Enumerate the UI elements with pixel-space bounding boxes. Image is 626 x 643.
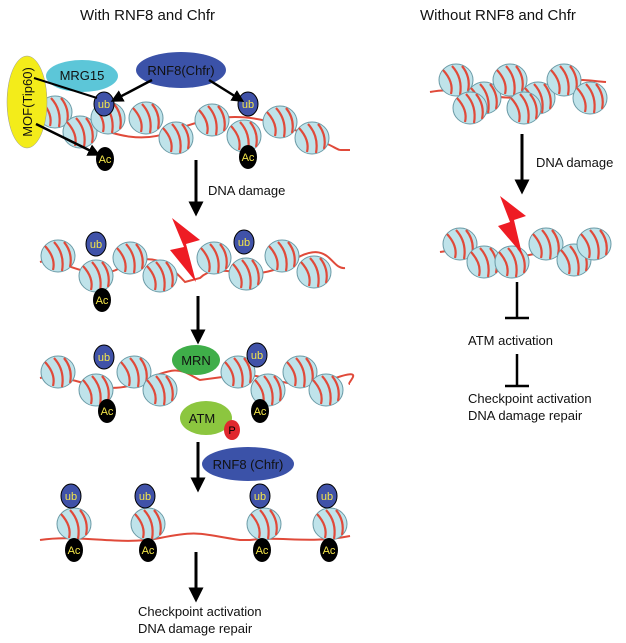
chromatin-right-damaged bbox=[439, 226, 613, 280]
ub-mark: ub bbox=[249, 483, 271, 509]
ub-mark: ub bbox=[237, 91, 259, 117]
svg-text:ub: ub bbox=[98, 352, 110, 364]
ac-mark: Ac bbox=[65, 538, 83, 562]
right-outcome-2: DNA damage repair bbox=[468, 408, 583, 423]
svg-text:ub: ub bbox=[98, 99, 110, 111]
svg-text:ub: ub bbox=[90, 239, 102, 251]
svg-text:Ac: Ac bbox=[101, 406, 114, 418]
mrg15-protein: MRG15 bbox=[46, 60, 118, 92]
svg-text:MRG15: MRG15 bbox=[60, 68, 105, 83]
ac-mark: Ac bbox=[320, 538, 338, 562]
svg-text:Ac: Ac bbox=[254, 406, 267, 418]
svg-text:ATM: ATM bbox=[189, 411, 215, 426]
svg-text:RNF8(Chfr): RNF8(Chfr) bbox=[147, 63, 214, 78]
svg-text:ub: ub bbox=[238, 237, 250, 249]
left-outcome-1: Checkpoint activation bbox=[138, 604, 262, 619]
svg-text:Ac: Ac bbox=[68, 545, 81, 557]
left-damage-label: DNA damage bbox=[208, 183, 285, 198]
right-outcome-1: Checkpoint activation bbox=[468, 391, 592, 406]
svg-text:ub: ub bbox=[242, 99, 254, 111]
lightning-right bbox=[498, 196, 526, 254]
atm-protein: ATM bbox=[180, 401, 232, 435]
ub-mark: ub bbox=[60, 483, 82, 509]
ac-mark: Ac bbox=[139, 538, 157, 562]
ub-mark: ub bbox=[316, 483, 338, 509]
svg-text:MOF(Tip60): MOF(Tip60) bbox=[20, 67, 35, 137]
title-right: Without RNF8 and Chfr bbox=[420, 7, 576, 24]
right-atm-label: ATM activation bbox=[468, 333, 553, 348]
chromatin-right-top bbox=[429, 62, 609, 126]
rnf8-protein-top: RNF8(Chfr) bbox=[136, 52, 226, 88]
svg-text:ub: ub bbox=[139, 491, 151, 503]
title-left: With RNF8 and Chfr bbox=[80, 7, 215, 24]
chromatin-row-1 bbox=[36, 94, 351, 156]
svg-text:Ac: Ac bbox=[96, 295, 109, 307]
svg-text:ub: ub bbox=[254, 491, 266, 503]
chromatin-row-2 bbox=[39, 238, 346, 294]
ac-mark: Ac bbox=[93, 288, 111, 312]
chromatin-row-4 bbox=[39, 506, 351, 542]
ub-mark: ub bbox=[233, 229, 255, 255]
ac-mark: Ac bbox=[239, 145, 257, 169]
lightning-left bbox=[170, 218, 200, 282]
ub-mark: ub bbox=[134, 483, 156, 509]
ac-mark: Ac bbox=[253, 538, 271, 562]
phospho-mark: P bbox=[224, 420, 240, 440]
left-outcome-2: DNA damage repair bbox=[138, 621, 253, 636]
svg-text:ub: ub bbox=[251, 350, 263, 362]
svg-text:Ac: Ac bbox=[256, 545, 269, 557]
ac-mark: Ac bbox=[251, 399, 269, 423]
svg-text:ub: ub bbox=[65, 491, 77, 503]
svg-text:MRN: MRN bbox=[181, 353, 211, 368]
svg-text:Ac: Ac bbox=[323, 545, 336, 557]
ub-mark: ub bbox=[85, 231, 107, 257]
chromatin-row-3 bbox=[39, 354, 355, 408]
ac-mark: Ac bbox=[98, 399, 116, 423]
rnf8-protein-mid: RNF8 (Chfr) bbox=[202, 447, 294, 481]
mof-protein: MOF(Tip60) bbox=[6, 55, 48, 149]
ac-mark: Ac bbox=[96, 147, 114, 171]
ub-mark: ub bbox=[93, 91, 115, 117]
svg-text:ub: ub bbox=[321, 491, 333, 503]
svg-text:P: P bbox=[228, 425, 235, 437]
svg-text:Ac: Ac bbox=[142, 545, 155, 557]
ub-mark: ub bbox=[93, 344, 115, 370]
svg-text:Ac: Ac bbox=[99, 154, 112, 166]
svg-text:RNF8 (Chfr): RNF8 (Chfr) bbox=[213, 457, 284, 472]
svg-text:Ac: Ac bbox=[242, 152, 255, 164]
mrn-protein: MRN bbox=[172, 345, 220, 375]
ub-mark: ub bbox=[246, 342, 268, 368]
right-damage-label: DNA damage bbox=[536, 155, 613, 170]
